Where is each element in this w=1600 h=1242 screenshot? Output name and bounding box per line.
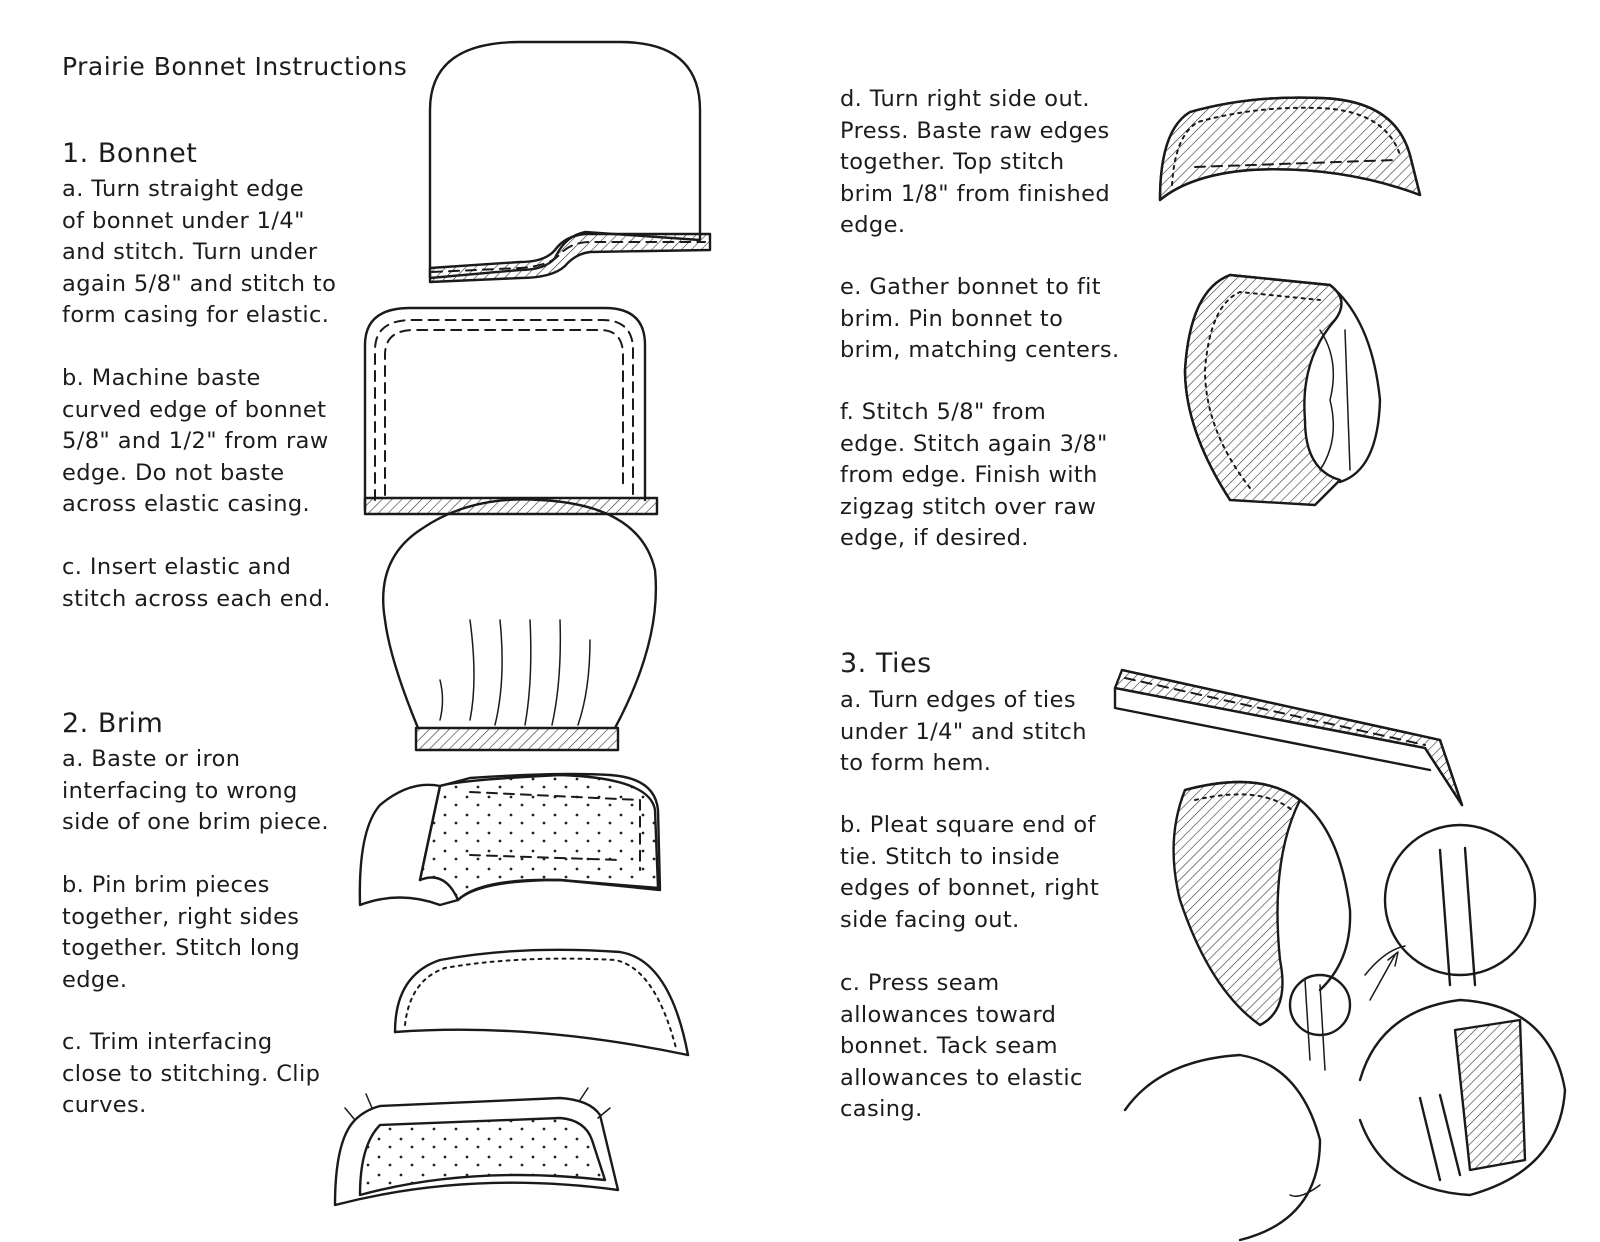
- step-bonnet-e: e. Gather bonnet to fit brim. Pin bonnet…: [840, 274, 1120, 363]
- step-ties-c: c. Press seam allowances toward bonnet. …: [840, 970, 1083, 1122]
- gathered-bonnet-drawing: [381, 498, 658, 752]
- brim-topstitched-drawing: [1158, 96, 1422, 202]
- step-bonnet-c: c. Insert elastic and stitch across each…: [62, 554, 331, 612]
- tie-strip-drawing: [1113, 668, 1464, 807]
- step-bonnet-d: d. Turn right side out. Press. Baste raw…: [840, 86, 1111, 238]
- step-bonnet-f: f. Stitch 5/8" from edge. Stitch again 3…: [840, 399, 1108, 551]
- section-heading-ties: 3. Ties: [840, 648, 932, 679]
- step-ties-a: a. Turn edges of ties under 1/4" and sti…: [840, 687, 1087, 776]
- step-bonnet-b: b. Machine baste curved edge of bonnet 5…: [62, 365, 329, 517]
- bonnet-piece-drawing: [428, 40, 712, 284]
- brim-stitched-drawing: [393, 948, 690, 1057]
- bonnet-assembly-drawing: [1183, 273, 1382, 507]
- step-brim-a: a. Baste or iron interfacing to wrong si…: [62, 746, 329, 835]
- brim-interfacing-drawing: [358, 772, 662, 907]
- step-brim-c: c. Trim interfacing close to stitching. …: [62, 1029, 321, 1118]
- document-title: Prairie Bonnet Instructions: [62, 52, 408, 81]
- bonnet-with-ties-drawing: [1123, 780, 1567, 1242]
- section-heading-brim: 2. Brim: [62, 708, 164, 739]
- baste-lines-drawing: [363, 306, 659, 516]
- step-ties-b: b. Pleat square end of tie. Stitch to in…: [840, 812, 1100, 933]
- brim-clipped-drawing: [333, 1087, 620, 1207]
- step-bonnet-a: a. Turn straight edge of bonnet under 1/…: [62, 176, 337, 328]
- step-brim-b: b. Pin brim pieces together, right sides…: [62, 872, 301, 993]
- section-heading-bonnet: 1. Bonnet: [62, 138, 198, 169]
